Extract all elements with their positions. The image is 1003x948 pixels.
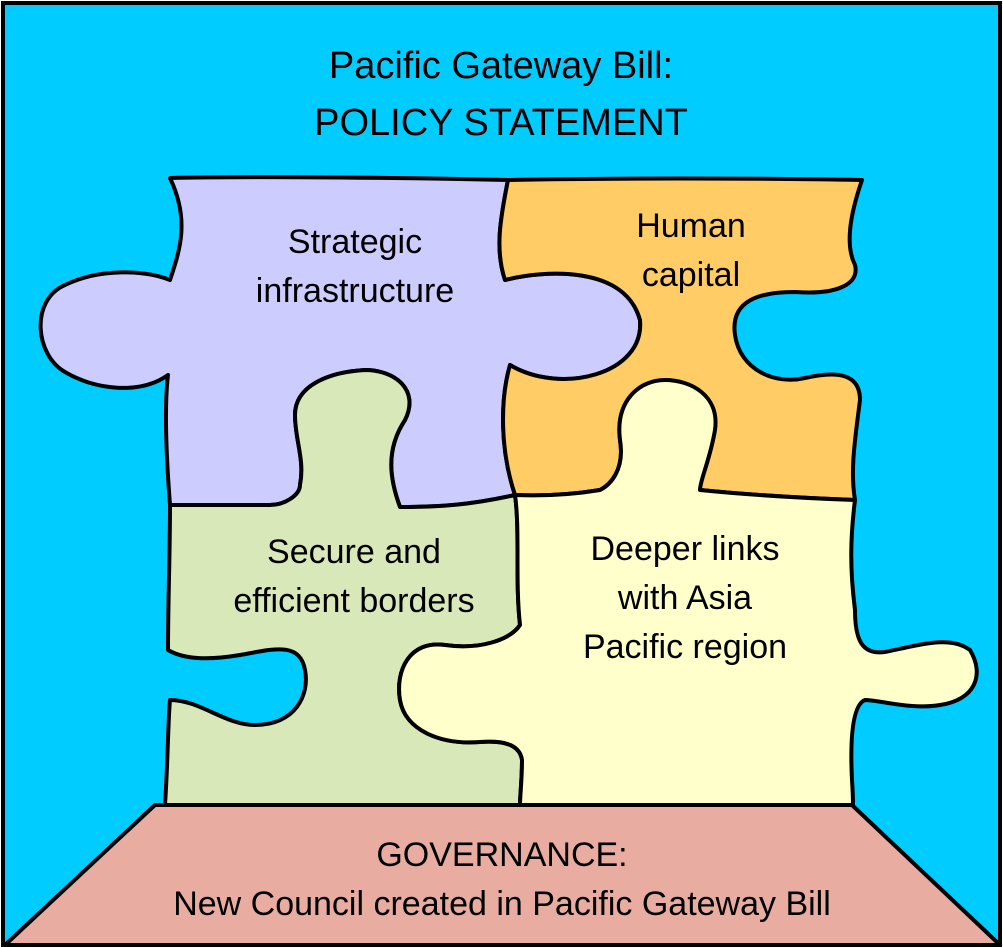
governance-label-line-2: New Council created in Pacific Gateway B… [173, 885, 831, 923]
borders-label-line-2: efficient borders [233, 582, 474, 620]
deeper-label-line-1: Deeper links [591, 530, 780, 568]
borders-label-line-1: Secure and [267, 533, 441, 571]
governance-base [3, 803, 1002, 947]
title-line-1: Pacific Gateway Bill: [329, 45, 673, 87]
deeper-label-line-2: with Asia [617, 579, 752, 617]
deeper-label-line-3: Pacific region [583, 628, 787, 666]
governance-label-line-1: GOVERNANCE: [376, 836, 627, 874]
strategic-label-line-1: Strategic [288, 223, 422, 261]
strategic-label-line-2: infrastructure [256, 272, 454, 310]
human-label-line-2: capital [642, 256, 740, 294]
title-line-2: POLICY STATEMENT [314, 102, 688, 144]
human-label-line-1: Human [636, 207, 746, 245]
puzzle-piece-deeper [397, 378, 979, 807]
